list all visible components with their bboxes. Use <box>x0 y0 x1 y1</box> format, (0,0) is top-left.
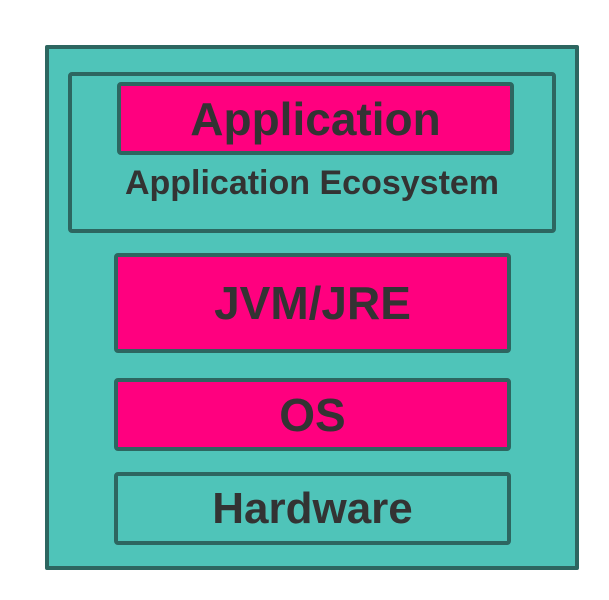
application-ecosystem-label: Application Ecosystem <box>124 164 500 202</box>
application-layer: Application <box>117 82 514 155</box>
jvm-jre-layer: JVM/JRE <box>114 253 511 353</box>
os-layer: OS <box>114 378 511 451</box>
hardware-layer: Hardware <box>114 472 511 545</box>
